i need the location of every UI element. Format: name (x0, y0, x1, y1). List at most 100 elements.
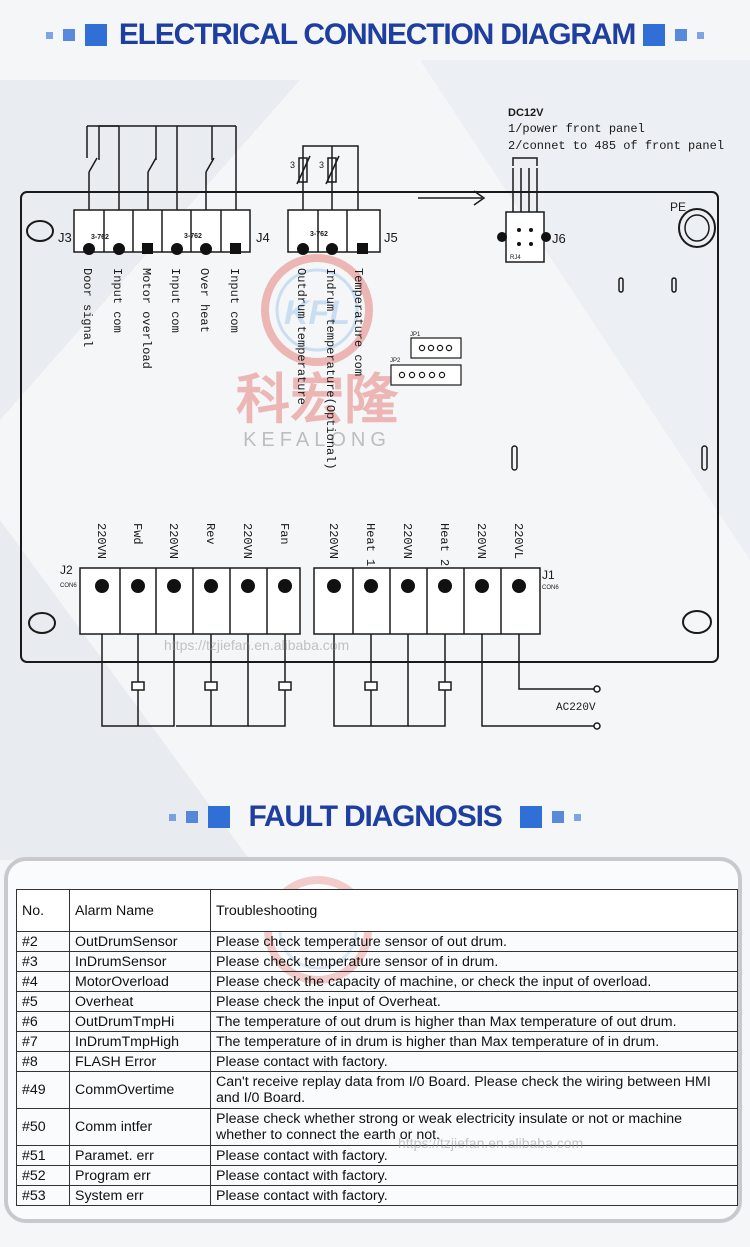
cell-alarm-name: System err (69, 1185, 211, 1206)
table-header-row: No. Alarm Name Troubleshooting (16, 889, 738, 932)
heading-square-small-right (697, 31, 705, 39)
top-heading: ELECTRICAL CONNECTION DIAGRAM (0, 18, 750, 52)
cell-alarm-name: FLASH Error (69, 1051, 211, 1072)
label-input-com: Input com (227, 268, 241, 333)
connector-j2: J2 (60, 563, 73, 577)
cell-alarm-name: InDrumSensor (69, 951, 211, 972)
label-terminal-bottom: 220VL (511, 523, 525, 559)
cell-troubleshooting: Please contact with factory. (210, 1165, 738, 1186)
heading-square-medium (62, 29, 75, 41)
terminal-pin (278, 579, 292, 593)
cell-troubleshooting: Please check temperature sensor of in dr… (210, 951, 738, 972)
label-terminal-bottom: 220VN (474, 523, 488, 559)
mount-hole-bottom-left (28, 612, 56, 634)
ac-label: AC220V (556, 702, 596, 714)
connector-j6: J6 (552, 231, 566, 246)
label-temperature-com: Temperature com (351, 268, 365, 376)
cell-alarm-name: CommOvertime (69, 1071, 211, 1109)
header-alarm-name: Alarm Name (69, 889, 211, 932)
cell-no: #2 (16, 931, 70, 952)
ac-terminal (593, 722, 601, 730)
label-terminal-bottom: Fan (277, 523, 291, 545)
cell-troubleshooting: Can't receive replay data from I/0 Board… (210, 1071, 738, 1109)
slot (671, 277, 677, 293)
control-board (20, 191, 719, 663)
label-terminal-bottom: 220VN (240, 523, 254, 559)
switch-wiring (86, 125, 237, 210)
label-terminal-bottom: 220VN (94, 523, 108, 559)
ac-terminal (593, 685, 601, 693)
dc-line-2: 2/connet to 485 of front panel (508, 139, 724, 153)
connector-j6-block (505, 157, 545, 263)
heading-square-medium-right (675, 29, 688, 41)
label-over-heat: Over heat (197, 268, 211, 333)
label-input-com: Input com (110, 268, 124, 333)
label-terminal-bottom: Heat 2 (437, 523, 451, 566)
slot (618, 277, 624, 293)
mount-hole-bottom-right (682, 610, 712, 634)
j6-pins (497, 228, 551, 246)
heading-square-small (45, 31, 53, 39)
cell-alarm-name: InDrumTmpHigh (69, 1031, 211, 1052)
connector-j3: J3 (58, 230, 72, 245)
jp1-label: JP1 (410, 332, 421, 338)
terminal-pin (512, 579, 526, 593)
terminal-pin (167, 579, 181, 593)
connector-j5: J5 (384, 230, 398, 245)
header-troubleshooting: Troubleshooting (210, 889, 738, 932)
cell-alarm-name: OutDrumTmpHi (69, 1011, 211, 1032)
heading-square-large-right (519, 806, 542, 828)
slot (701, 445, 708, 471)
part-code-j4: 3-762 (184, 233, 202, 240)
terminal-pin (204, 579, 218, 593)
section-title: FAULT DIAGNOSIS (248, 800, 502, 833)
connector-j2-type: CON6 (60, 583, 77, 589)
cell-troubleshooting: Please check the input of Overheat. (210, 991, 738, 1012)
cell-troubleshooting: Please contact with factory. (210, 1145, 738, 1166)
table-watermark: https://tzjiefan.en.alibaba.com (398, 1135, 584, 1151)
part-code-j3: 3-762 (91, 234, 109, 241)
cell-no: #49 (16, 1071, 70, 1109)
connector-j1-type: CON6 (542, 585, 559, 591)
terminal-pin (241, 579, 255, 593)
cell-no: #6 (16, 1011, 70, 1032)
mount-hole-top-left (26, 220, 54, 242)
jp2-label: JP2 (390, 358, 401, 364)
label-outdrum-temperature: Outdrum temperature (294, 268, 308, 405)
cell-no: #50 (16, 1108, 70, 1146)
terminal-pin (327, 579, 341, 593)
cell-no: #52 (16, 1165, 70, 1186)
label-motor-overload: Motor overload (139, 268, 153, 369)
thermistor-wiring (296, 145, 359, 210)
load-wiring (101, 634, 596, 727)
cell-troubleshooting: The temperature of in drum is higher tha… (210, 1031, 738, 1052)
cell-no: #51 (16, 1145, 70, 1166)
heading-square-large (84, 24, 107, 46)
fault-heading: FAULT DIAGNOSIS (0, 800, 750, 834)
mount-hole-top-right (678, 208, 716, 248)
heading-square-large (208, 806, 231, 828)
rj-label: RJ4 (510, 255, 521, 261)
mount-hole-inner (684, 214, 710, 242)
cell-no: #8 (16, 1051, 70, 1072)
cell-no: #53 (16, 1185, 70, 1206)
terminal-pin (95, 579, 109, 593)
label-terminal-bottom: 220VN (400, 523, 414, 559)
thermistor-mark: 3 (290, 160, 295, 170)
label-terminal-bottom: Fwd (130, 523, 144, 545)
label-input-com: Input com (168, 268, 182, 333)
label-terminal-bottom: 220VN (166, 523, 180, 559)
thermistor-mark: 3 (319, 160, 324, 170)
heading-square-small (169, 813, 177, 821)
label-terminal-bottom: 220VN (326, 523, 340, 559)
terminal-pins-top (83, 243, 368, 255)
